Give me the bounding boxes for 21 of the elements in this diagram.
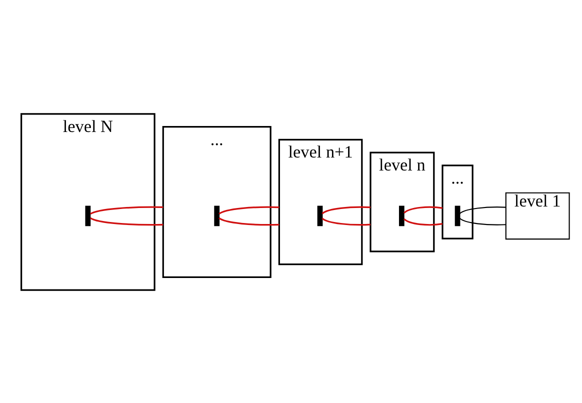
connector — [322, 217, 371, 226]
connector — [90, 216, 164, 226]
connector — [322, 206, 371, 214]
cluster: level N — [20, 112, 156, 290]
connector — [90, 206, 164, 214]
node-bar — [454, 205, 460, 226]
connector — [404, 206, 443, 214]
connector — [459, 206, 506, 214]
connector — [218, 206, 280, 214]
cluster: level n+1 — [278, 138, 363, 265]
node-bar — [398, 205, 404, 226]
cluster: ... — [162, 125, 272, 278]
node-bar — [85, 205, 91, 226]
connector — [404, 218, 443, 226]
node-bar — [317, 205, 323, 226]
node-bar — [214, 205, 220, 226]
cluster: ... — [442, 164, 474, 239]
cluster: level n — [370, 151, 435, 252]
connector — [459, 217, 506, 225]
connector — [218, 216, 280, 226]
node-box: level 1 — [505, 192, 570, 240]
